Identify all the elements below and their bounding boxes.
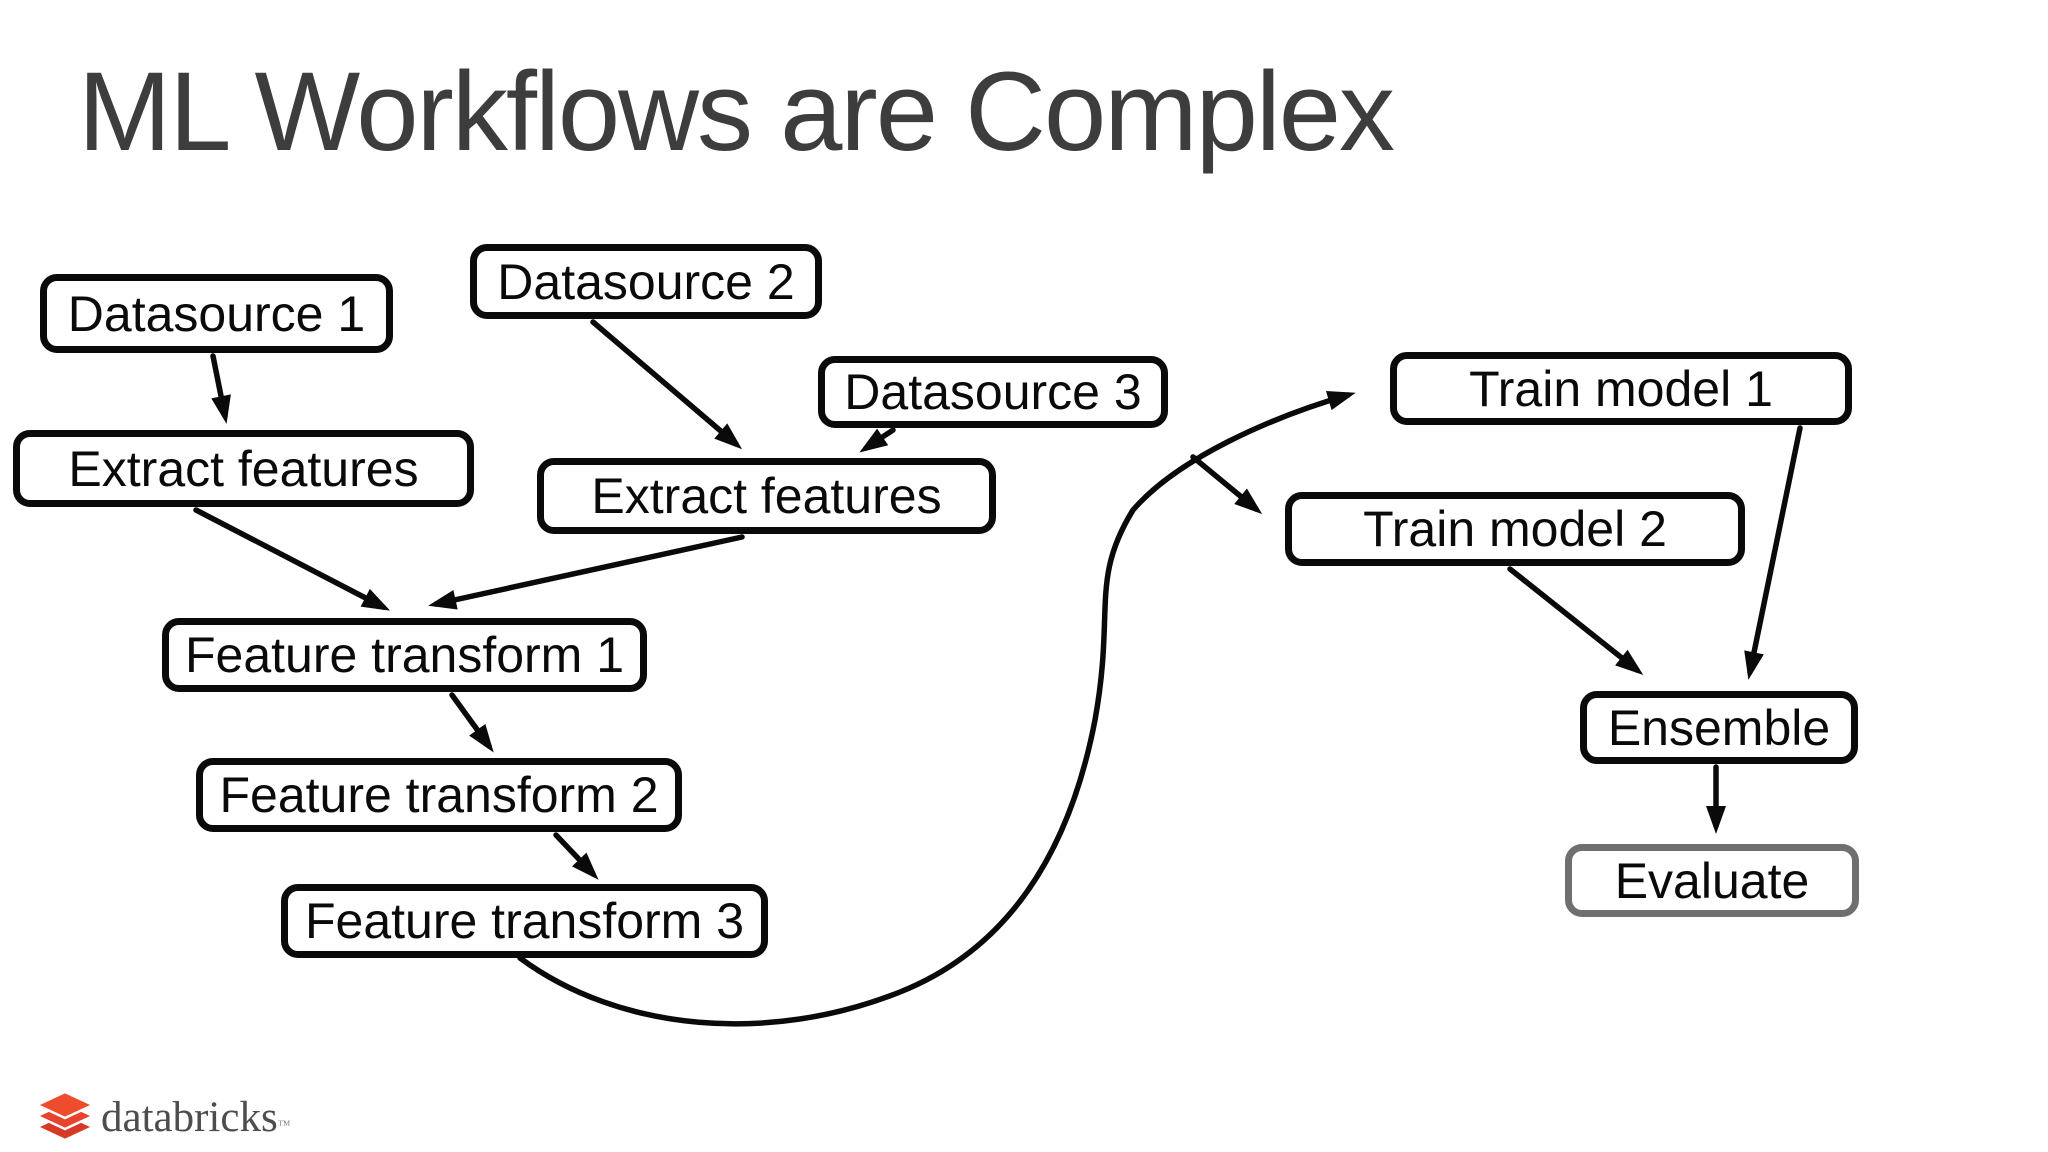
node-feature-transform-3: Feature transform 3 (281, 884, 768, 958)
databricks-logo-text: databricks (101, 1094, 278, 1141)
edge-ft3-to-tm1-curve (517, 390, 1356, 1027)
edge-ds1-to-exl (210, 353, 231, 424)
node-label: Train model 1 (1469, 360, 1773, 417)
node-label: Extract features (591, 468, 942, 524)
node-extract-features-left: Extract features (13, 430, 474, 507)
node-label: Datasource 1 (67, 285, 366, 342)
node-label: Datasource 3 (844, 364, 1142, 420)
edge-exl-to-ft1 (193, 507, 391, 611)
edge-ft1-to-ft2 (449, 692, 494, 753)
edge-ft2-to-ft3 (553, 832, 599, 880)
node-datasource-2: Datasource 2 (470, 244, 822, 319)
edge-ds3-to-exc (859, 427, 896, 453)
node-train-model-2: Train model 2 (1285, 492, 1745, 566)
node-label: Feature transform 3 (304, 893, 745, 949)
node-evaluate: Evaluate (1565, 844, 1859, 917)
trademark-mark: ™ (277, 1117, 291, 1132)
edge-tm1-to-ens (1744, 425, 1803, 680)
node-train-model-1: Train model 1 (1390, 352, 1852, 425)
node-label: Feature transform 1 (184, 627, 625, 683)
node-label: Datasource 2 (497, 253, 795, 310)
edge-ds2-to-exc (590, 319, 743, 450)
databricks-layers-icon (36, 1092, 94, 1140)
edge-tm2-to-ens (1507, 566, 1644, 675)
databricks-logo: databricks ™ (36, 1090, 290, 1140)
node-label: Ensemble (1607, 699, 1831, 756)
node-extract-features-center: Extract features (537, 458, 996, 534)
node-label: Feature transform 2 (219, 767, 659, 823)
node-ensemble: Ensemble (1580, 691, 1858, 764)
node-label: Evaluate (1614, 852, 1810, 909)
node-label: Train model 2 (1363, 501, 1667, 557)
node-feature-transform-2: Feature transform 2 (196, 758, 682, 832)
edge-ft3-to-tm2-branch (1190, 454, 1263, 515)
node-datasource-3: Datasource 3 (818, 356, 1168, 428)
slide-title: ML Workflows are Complex (78, 49, 1395, 174)
node-datasource-1: Datasource 1 (40, 274, 393, 353)
node-label: Extract features (68, 440, 419, 497)
node-feature-transform-1: Feature transform 1 (162, 618, 647, 692)
edge-exc-to-ft1 (428, 534, 745, 610)
